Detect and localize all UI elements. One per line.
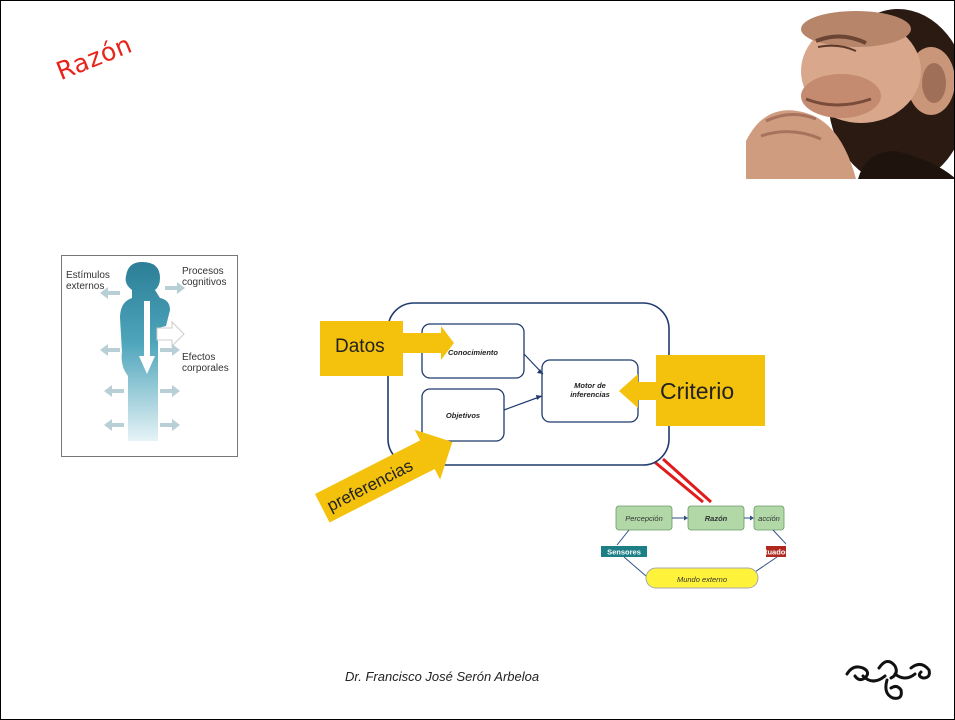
label-stimuli: Estímulos externos	[66, 270, 110, 292]
box-objetivos	[421, 388, 505, 442]
datos-arrow	[320, 321, 454, 376]
body-process-figure: Estímulos externos Procesos cognitivos E…	[61, 255, 238, 457]
text-criterio: Criterio	[660, 378, 734, 404]
box-mundo-externo	[645, 567, 759, 589]
loop-line-left	[623, 556, 647, 577]
loop-arrow-4	[772, 529, 786, 545]
text-motor-2: inferencias	[570, 390, 610, 399]
tag-actuadores	[766, 546, 786, 557]
text-accion: acción	[758, 514, 780, 523]
tag-sensores	[601, 546, 647, 557]
text-razon: Razón	[705, 514, 728, 523]
text-motor-1: Motor de	[574, 381, 606, 390]
arrow-objetivos-motor	[503, 395, 543, 411]
inference-diagram: Conocimiento Objetivos Motor de inferenc…	[315, 302, 786, 589]
text-conocimiento: Conocimiento	[448, 348, 498, 357]
author-footer: Dr. Francisco José Serón Arbeloa	[345, 669, 540, 684]
thinking-chimp-image	[746, 1, 954, 179]
red-connector-left	[650, 457, 704, 504]
text-percepcion: Percepción	[625, 514, 663, 523]
text-datos: Datos	[335, 336, 385, 357]
label-effects: Efectos corporales	[182, 352, 229, 374]
ornament-flourish-icon	[845, 660, 931, 700]
red-connector-right	[661, 457, 713, 504]
text-actuadores: Actuadores	[755, 548, 786, 557]
label-cognitive: Procesos cognitivos	[182, 266, 227, 288]
text-objetivos: Objetivos	[446, 411, 480, 420]
text-mundo-externo: Mundo externo	[677, 575, 727, 584]
slide-title: Razón	[52, 29, 137, 87]
preferencias-arrow	[315, 429, 453, 523]
criterio-arrow	[619, 355, 765, 426]
body-silhouette-graphic	[100, 262, 185, 441]
text-sensores: Sensores	[607, 548, 641, 557]
loop-arrow-3	[616, 529, 630, 546]
